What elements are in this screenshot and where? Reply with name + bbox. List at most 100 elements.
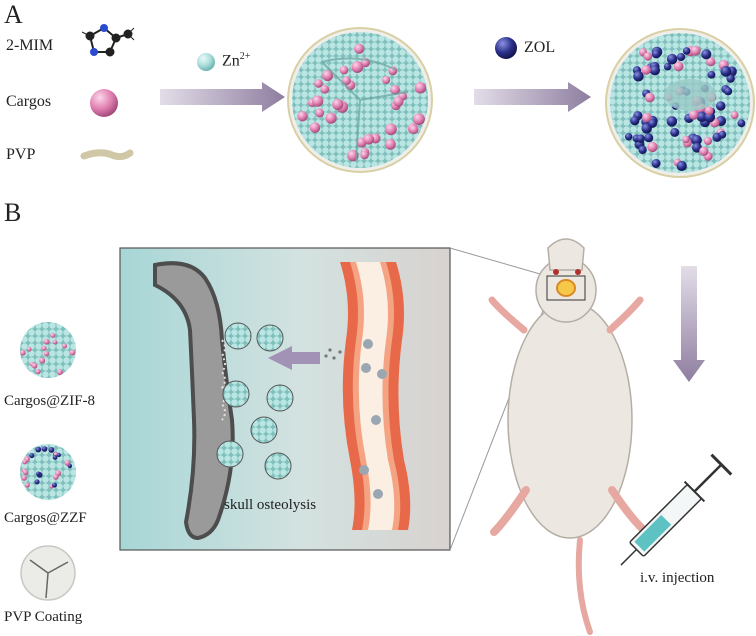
zn-ion-icon xyxy=(197,53,215,71)
decor-sphere xyxy=(630,116,639,125)
decor-sphere xyxy=(667,116,678,127)
decor-sphere xyxy=(340,66,349,75)
decor-sphere xyxy=(21,475,26,480)
skull-osteolysis-label: skull osteolysis xyxy=(224,497,316,514)
decor-sphere xyxy=(354,44,364,54)
decor-sphere xyxy=(667,54,678,65)
zol-drug-icon xyxy=(495,37,517,59)
decor-sphere xyxy=(42,346,47,351)
inset-particle xyxy=(225,323,251,349)
zzf-small-particle xyxy=(20,444,76,500)
decor-sphere xyxy=(321,85,330,94)
decor-sphere xyxy=(724,87,732,95)
inset-particle xyxy=(217,441,243,467)
decor-sphere xyxy=(650,65,660,75)
decor-sphere xyxy=(719,131,727,139)
decor-sphere xyxy=(652,49,661,58)
mim-molecule-icon xyxy=(82,24,134,56)
decor-sphere xyxy=(683,47,691,55)
decor-sphere xyxy=(641,65,651,75)
decor-sphere xyxy=(50,333,55,338)
decor-sphere xyxy=(326,113,337,124)
decor-sphere xyxy=(35,479,40,484)
vessel-particle xyxy=(361,363,371,373)
decor-sphere xyxy=(57,369,63,375)
decor-sphere xyxy=(382,76,390,84)
zoom-line-top xyxy=(450,248,547,276)
decor-sphere xyxy=(731,111,739,119)
inset-particle xyxy=(251,417,277,443)
decor-sphere xyxy=(682,136,689,143)
mouse-illustration xyxy=(492,239,646,632)
decor-sphere xyxy=(689,110,699,120)
decor-sphere xyxy=(42,446,48,452)
inset-particle xyxy=(267,385,293,411)
decor-sphere xyxy=(39,358,45,364)
zzf-particle xyxy=(606,29,754,177)
pvp-coating-caption: PVP Coating xyxy=(4,609,82,626)
decor-sphere xyxy=(716,101,725,110)
panel-a-letter: A xyxy=(4,0,23,30)
decor-sphere xyxy=(393,97,403,107)
decor-sphere xyxy=(70,350,76,356)
decor-sphere xyxy=(721,66,732,77)
vessel-particle xyxy=(373,489,383,499)
decor-sphere xyxy=(410,125,419,134)
decor-sphere xyxy=(385,123,397,135)
decor-sphere xyxy=(53,474,59,480)
decor-sphere xyxy=(638,146,646,154)
release-dot xyxy=(338,350,341,353)
decor-sphere xyxy=(415,82,426,93)
vessel-particle xyxy=(377,369,387,379)
mim-label: 2-MIM xyxy=(6,37,53,55)
decor-sphere xyxy=(62,344,67,349)
decor-sphere xyxy=(644,133,653,142)
decor-sphere xyxy=(297,111,307,121)
zn-ion-label: Zn2+ xyxy=(222,51,250,70)
decor-sphere xyxy=(363,134,374,145)
decor-sphere xyxy=(44,351,49,356)
decor-sphere xyxy=(708,71,716,79)
decor-sphere xyxy=(647,142,657,152)
decor-sphere xyxy=(332,99,343,110)
decor-sphere xyxy=(310,122,321,133)
decor-sphere xyxy=(57,453,61,457)
decor-sphere xyxy=(691,46,701,56)
decor-sphere xyxy=(625,133,633,141)
decor-sphere xyxy=(35,447,41,453)
decor-sphere xyxy=(670,128,679,137)
decor-sphere xyxy=(413,113,425,125)
cargos-label: Cargos xyxy=(6,93,51,111)
decor-sphere xyxy=(701,49,711,59)
decor-sphere xyxy=(360,151,369,160)
decor-sphere xyxy=(20,350,26,356)
zzf-caption: Cargos@ZZF xyxy=(4,510,87,527)
arrow-step-1 xyxy=(160,82,285,112)
decor-sphere xyxy=(644,52,653,61)
decor-sphere xyxy=(645,93,655,103)
release-dot xyxy=(328,348,331,351)
injection-arrow xyxy=(673,266,705,382)
pvp-label: PVP xyxy=(6,146,35,164)
decor-sphere xyxy=(664,63,671,70)
decor-sphere xyxy=(44,339,50,345)
zif8-caption: Cargos@ZIF-8 xyxy=(4,393,95,410)
vessel-particle xyxy=(363,339,373,349)
decor-sphere xyxy=(636,134,644,142)
decor-sphere xyxy=(737,119,745,127)
decor-sphere xyxy=(315,108,324,117)
vessel-particle xyxy=(359,465,369,475)
zif8-small-particle xyxy=(20,322,76,378)
decor-sphere xyxy=(49,447,55,453)
inset-particle xyxy=(265,453,291,479)
decor-sphere xyxy=(351,61,363,73)
decor-sphere xyxy=(25,482,30,487)
vessel-particle xyxy=(371,415,381,425)
decor-sphere xyxy=(32,363,38,369)
decor-sphere xyxy=(385,139,396,150)
cargo-sphere-icon xyxy=(90,89,118,117)
decor-sphere xyxy=(704,137,712,145)
decor-sphere xyxy=(27,347,32,352)
decor-sphere xyxy=(53,455,58,460)
